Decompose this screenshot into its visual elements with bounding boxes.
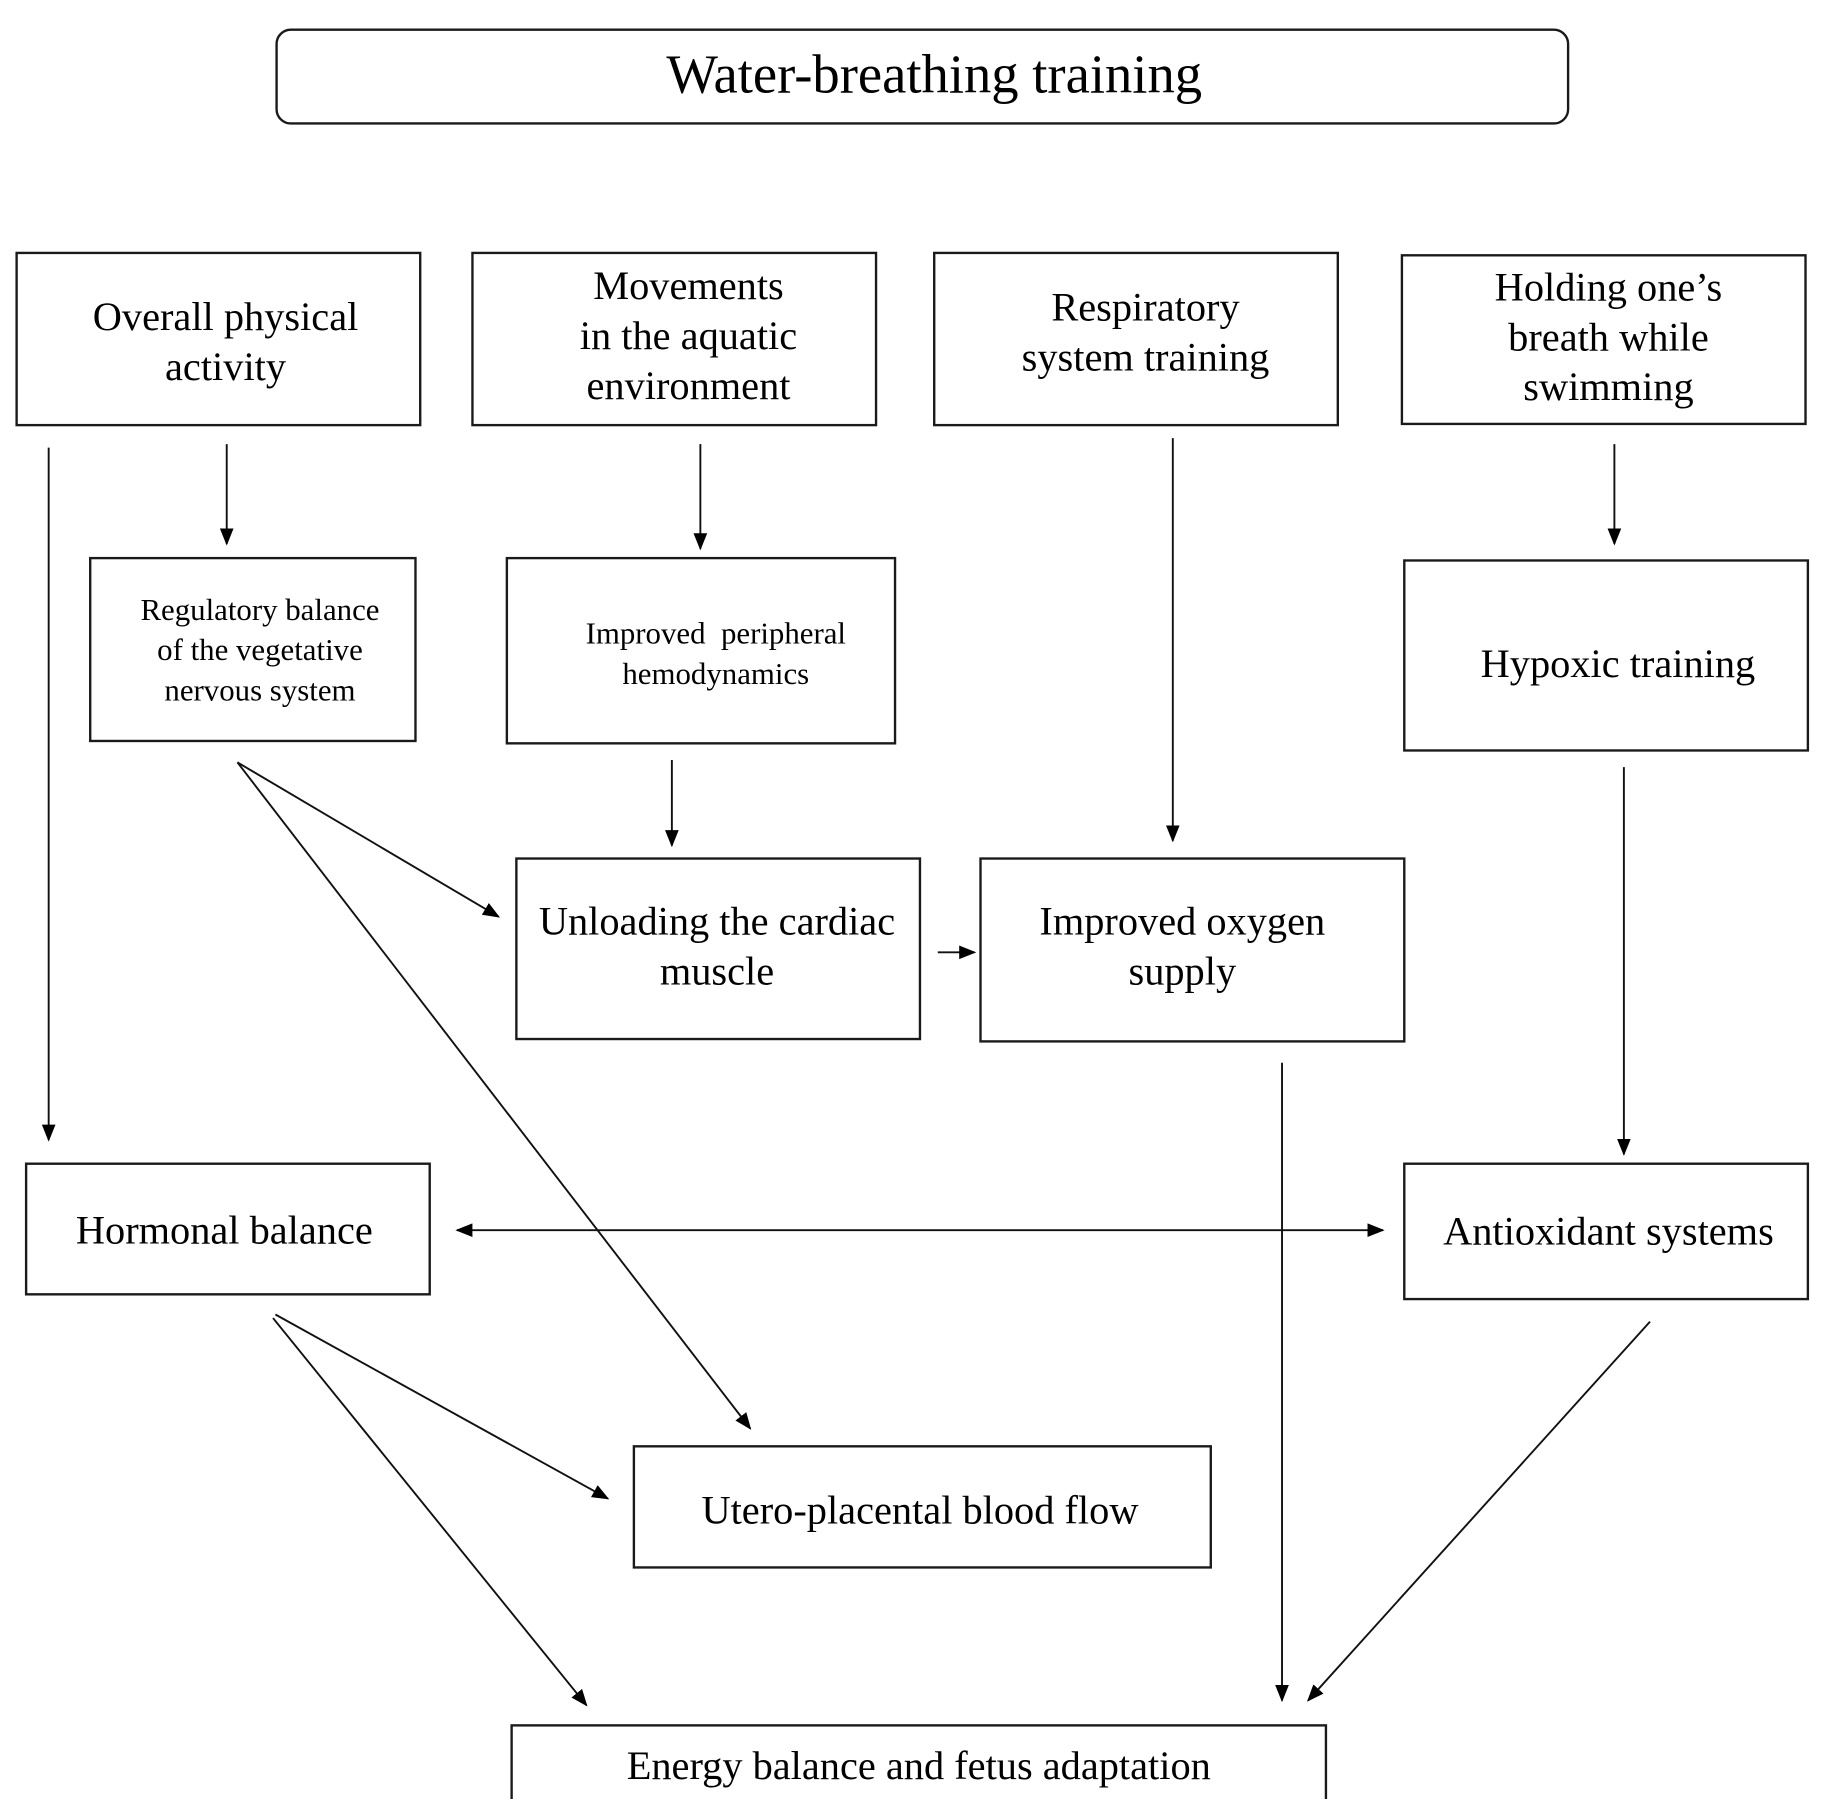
node-box	[632, 1445, 1212, 1569]
node-box	[510, 1724, 1328, 1799]
node-overall: Overall physical activity	[15, 251, 422, 427]
node-holding: Holding one’s breath while swimming	[1400, 254, 1807, 426]
node-label: nervous system	[164, 674, 355, 708]
node-label: Respiratory	[1051, 285, 1240, 330]
node-label: Improved oxygen	[1039, 899, 1325, 944]
arrow-regulatory-to-unloading	[236, 761, 501, 918]
node-movements: Movements in the aquatic environment	[471, 251, 878, 427]
node-hypoxic: Hypoxic training	[1403, 559, 1810, 752]
title-node: Water-breathing training	[275, 28, 1570, 125]
node-box	[1403, 559, 1810, 752]
node-label: hemodynamics	[622, 657, 809, 691]
node-energy: Energy balance and fetus adaptation	[510, 1724, 1328, 1799]
node-box	[505, 556, 897, 745]
node-box	[515, 857, 922, 1041]
node-label: Overall physical	[93, 294, 359, 339]
node-label: in the aquatic	[580, 313, 797, 358]
arrow-antioxidant-to-energy	[1306, 1321, 1651, 1702]
node-box	[471, 251, 878, 427]
node-label: system training	[1022, 334, 1270, 379]
node-label: Movements	[593, 263, 784, 308]
node-label: Energy balance and fetus adaptation	[627, 1743, 1211, 1788]
node-label: Hypoxic training	[1481, 641, 1756, 686]
title-text: Water-breathing training	[666, 44, 1202, 105]
node-label: Holding one’s	[1495, 264, 1723, 309]
node-box	[933, 251, 1339, 427]
node-box	[1400, 254, 1807, 426]
arrow-regulatory-to-utero	[236, 761, 752, 1430]
node-regulatory: Regulatory balance of the vegetative nervo…	[89, 556, 417, 743]
node-label: Improved peripheral	[586, 617, 846, 651]
node-box	[89, 556, 417, 743]
node-label: breath while	[1508, 314, 1709, 359]
node-antioxidant: Antioxidant systems	[1403, 1162, 1810, 1301]
node-label: muscle	[660, 948, 774, 993]
node-label: environment	[587, 363, 791, 408]
node-label: Regulatory balance	[140, 593, 379, 627]
node-label: swimming	[1523, 364, 1693, 409]
node-label: Hormonal balance	[76, 1207, 373, 1252]
node-peripheral: Improved peripheral hemodynamics	[505, 556, 897, 745]
node-label: supply	[1128, 948, 1236, 993]
arrow-hormonal-to-energy	[272, 1317, 588, 1707]
node-label: Utero-placental blood flow	[701, 1488, 1138, 1533]
node-utero: Utero-placental blood flow	[632, 1445, 1212, 1569]
node-box	[15, 251, 422, 427]
node-box	[24, 1162, 431, 1296]
node-hormonal: Hormonal balance	[24, 1162, 431, 1296]
node-label: Antioxidant systems	[1443, 1208, 1774, 1253]
node-label: of the vegetative	[157, 633, 363, 667]
arrow-hormonal-to-utero	[274, 1313, 610, 1500]
node-box	[979, 857, 1406, 1043]
node-label: activity	[165, 344, 287, 389]
node-box	[1403, 1162, 1810, 1301]
node-label: Unloading the cardiac	[539, 899, 895, 944]
